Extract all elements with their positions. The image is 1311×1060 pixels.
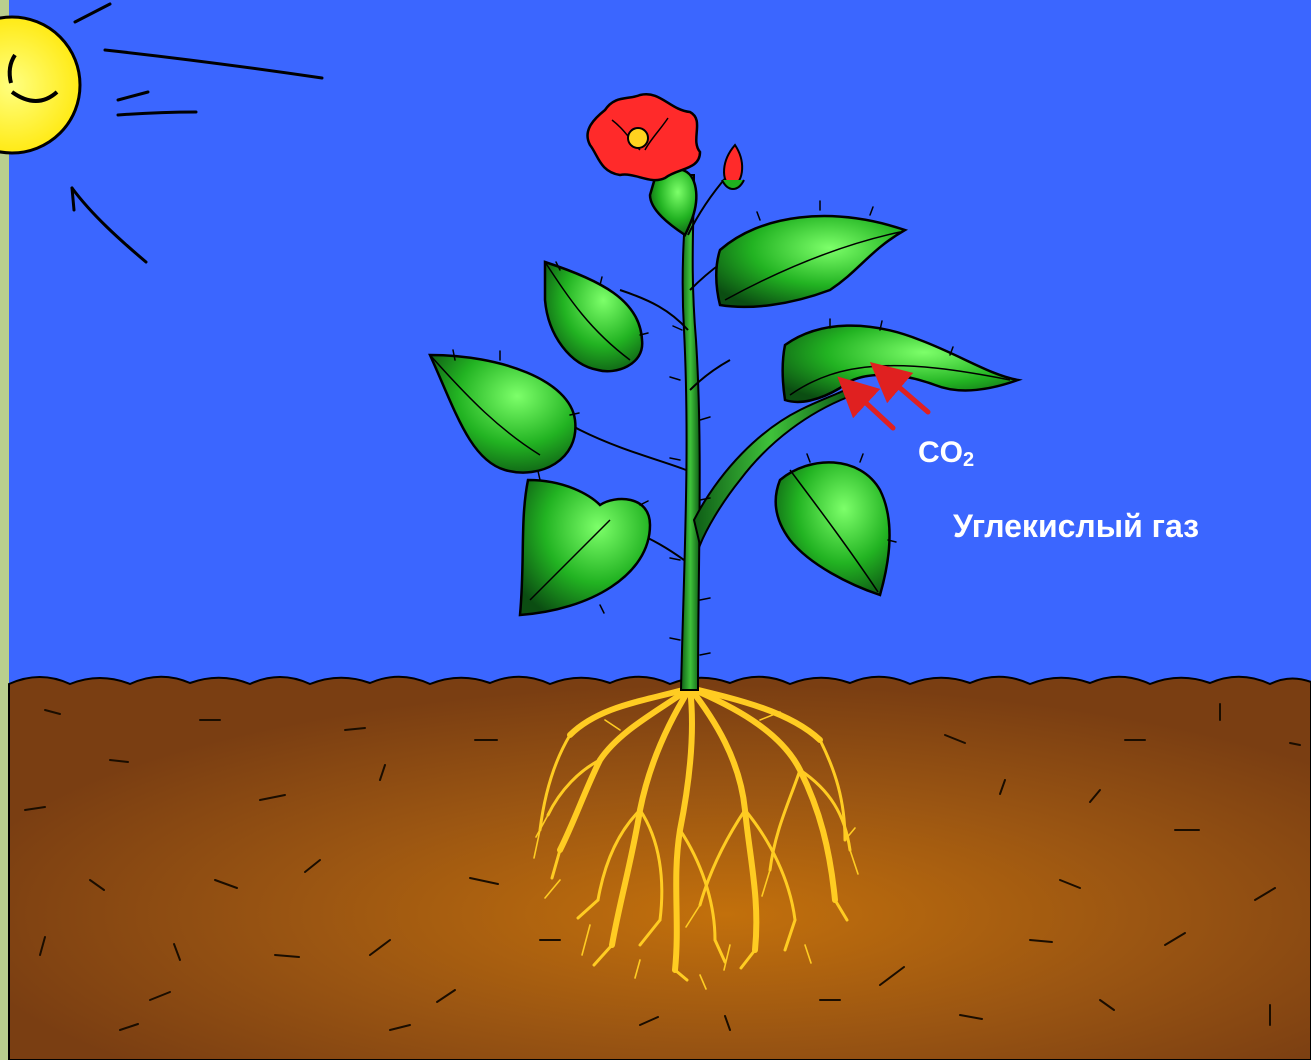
co2-text: CO bbox=[918, 436, 963, 469]
co2-label: CO2 bbox=[918, 436, 974, 472]
carbon-dioxide-label: Углекислый газ bbox=[953, 508, 1199, 545]
co2-subscript: 2 bbox=[963, 449, 974, 471]
